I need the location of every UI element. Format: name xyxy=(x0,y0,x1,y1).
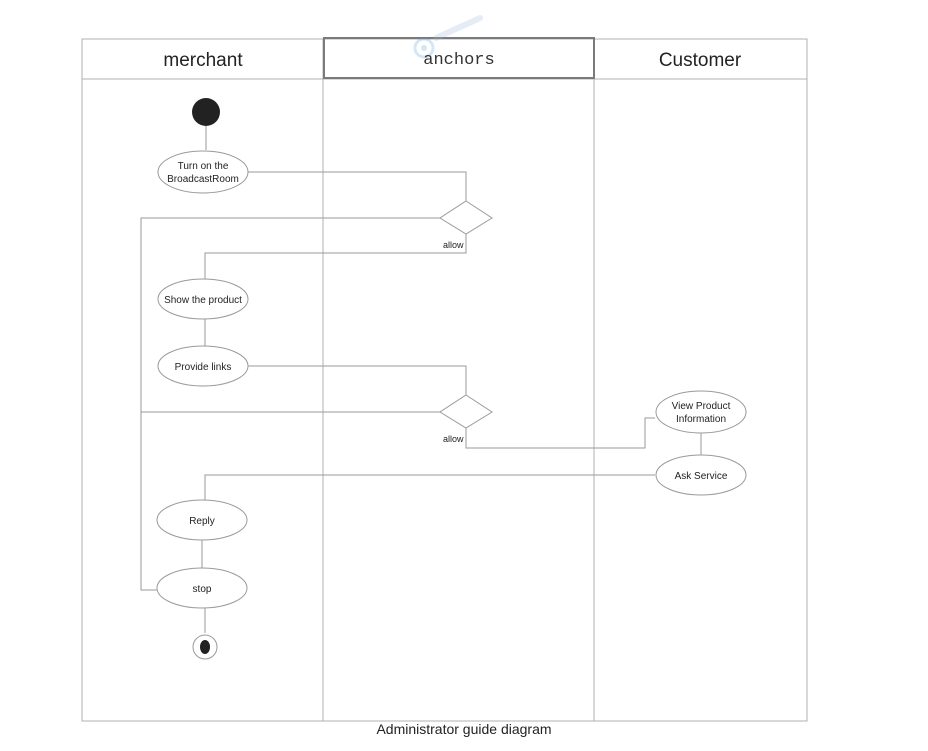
decision-node-2 xyxy=(439,394,493,429)
activity-turn-on-label-line2: BroadcastRoom xyxy=(167,174,239,185)
activity-view-product-label-line2: Information xyxy=(676,414,726,425)
decision-node-1 xyxy=(439,200,493,235)
activity-turn-on-label-line1: Turn on the xyxy=(178,161,229,172)
activity-turn-on-broadcast-room: Turn on the BroadcastRoom xyxy=(157,150,249,194)
activity-ask-service-label: Ask Service xyxy=(675,471,728,482)
activity-stop: stop xyxy=(156,567,248,609)
lane-title-customer: Customer xyxy=(659,50,742,71)
activity-show-product: Show the product xyxy=(157,278,249,320)
activity-ask-service: Ask Service xyxy=(655,454,747,496)
activity-view-product-label-line1: View Product xyxy=(672,401,731,412)
end-node xyxy=(192,634,218,660)
lane-title-merchant: merchant xyxy=(163,50,243,71)
watermark-logo xyxy=(413,15,483,59)
activity-view-product-information: View Product Information xyxy=(655,390,747,434)
connectors xyxy=(140,126,702,633)
activity-show-product-label: Show the product xyxy=(164,295,242,306)
activity-reply-label: Reply xyxy=(189,516,215,527)
diagram-caption: Administrator guide diagram xyxy=(376,721,552,737)
activity-reply: Reply xyxy=(156,499,248,541)
activity-stop-label: stop xyxy=(193,584,212,595)
activity-provide-links: Provide links xyxy=(157,345,249,387)
anchors-lane-header-highlight xyxy=(323,37,595,79)
lane-title-anchors: anchors xyxy=(423,51,494,70)
activity-provide-links-label: Provide links xyxy=(175,362,232,373)
guard-allow-1: allow xyxy=(443,240,464,250)
guard-allow-2: allow xyxy=(443,434,464,444)
start-node xyxy=(192,98,220,126)
